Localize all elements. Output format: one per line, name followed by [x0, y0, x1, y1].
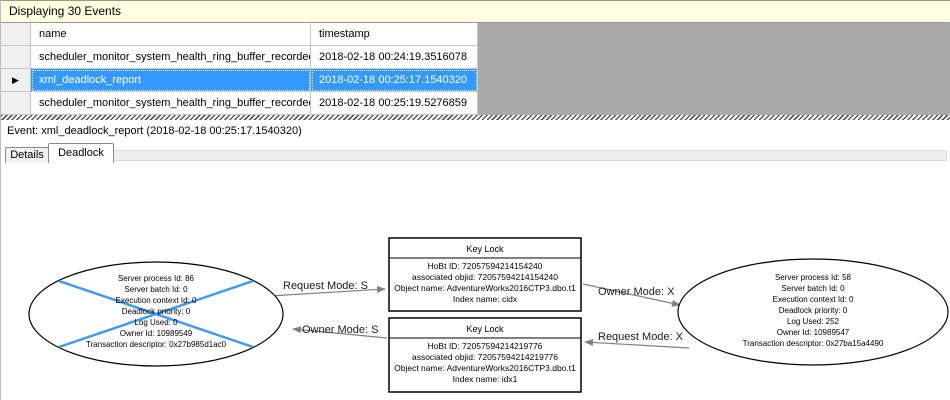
- events-count-bar: Displaying 30 Events: [1, 0, 950, 23]
- resource-detail: Object name: AdventureWorks2016CTP3.dbo.…: [394, 363, 576, 373]
- process-detail: Server process Id: 58: [775, 273, 852, 282]
- edge-owner-x: [582, 283, 681, 307]
- row-selector[interactable]: [1, 46, 31, 69]
- process-detail: Owner Id: 10989547: [777, 328, 850, 337]
- process-detail: Transaction descriptor: 0x27b985d1ac0: [86, 340, 227, 349]
- deadlock-graph: Request Mode: S Owner Mode: S Owner Mode…: [28, 237, 949, 393]
- edge-label-owner-x: Owner Mode: X: [598, 286, 675, 298]
- resource-detail: associated objid: 72057594214219776: [412, 352, 558, 362]
- resource-detail: associated objid: 72057594214154240: [412, 272, 558, 282]
- process-detail: Server batch Id: 0: [781, 284, 845, 293]
- row-header-corner: [1, 23, 31, 46]
- cell-timestamp[interactable]: 2018-02-18 00:25:19.5276859: [311, 92, 478, 115]
- edge-label-request-s: Request Mode: S: [283, 280, 368, 292]
- detail-tabs: Details Deadlock: [1, 142, 950, 163]
- column-header-timestamp[interactable]: timestamp: [311, 23, 478, 46]
- cell-name[interactable]: scheduler_monitor_system_health_ring_buf…: [31, 46, 311, 69]
- resource-detail: Object name: AdventureWorks2016CTP3.dbo.…: [394, 283, 576, 293]
- resource-title: Key Lock: [466, 244, 504, 254]
- tab-deadlock[interactable]: Deadlock: [48, 143, 114, 163]
- table-row[interactable]: scheduler_monitor_system_health_ring_buf…: [1, 46, 478, 69]
- resource-node-keylock-2[interactable]: Key Lock HoBt ID: 72057594214219776 asso…: [388, 317, 582, 393]
- deadlock-edges: [268, 283, 690, 349]
- process-detail: Server batch Id: 0: [124, 285, 188, 294]
- cell-name[interactable]: scheduler_monitor_system_health_ring_buf…: [31, 92, 311, 115]
- process-detail: Log Used: 0: [134, 318, 178, 327]
- process-detail: Transaction descriptor: 0x27ba15a4490: [743, 339, 884, 348]
- column-header-name[interactable]: name: [31, 23, 311, 46]
- edge-label-owner-s: Owner Mode: S: [302, 324, 378, 336]
- process-detail: Server process Id: 86: [118, 274, 195, 283]
- resource-detail: Index name: idx1: [453, 374, 518, 384]
- tab-details[interactable]: Details: [5, 147, 49, 163]
- process-detail: Log Used: 252: [787, 317, 840, 326]
- cell-timestamp[interactable]: 2018-02-18 00:24:19.3516078: [311, 46, 478, 69]
- process-detail: Execution context Id: 0: [773, 295, 854, 304]
- table-row[interactable]: scheduler_monitor_system_health_ring_buf…: [1, 92, 478, 115]
- edge-label-request-x: Request Mode: X: [598, 331, 684, 343]
- deadlock-graph-pane: Request Mode: S Owner Mode: S Owner Mode…: [1, 163, 950, 400]
- process-node-owner[interactable]: Server process Id: 58 Server batch Id: 0…: [677, 258, 949, 366]
- resource-title: Key Lock: [466, 324, 504, 334]
- events-grid: name timestamp scheduler_monitor_system_…: [1, 23, 478, 115]
- victim-cross-line: [58, 279, 254, 349]
- tabstrip-filler: [113, 150, 947, 161]
- resource-detail: HoBt ID: 72057594214154240: [428, 261, 543, 271]
- resource-detail: Index name: cidx: [453, 294, 518, 304]
- process-detail: Owner Id: 10989549: [120, 329, 193, 338]
- grid-splitter[interactable]: [1, 115, 950, 120]
- selected-event-label: Event: xml_deadlock_report (2018-02-18 0…: [1, 120, 950, 142]
- resource-node-keylock-1[interactable]: Key Lock HoBt ID: 72057594214154240 asso…: [388, 237, 582, 312]
- row-selector-current-icon[interactable]: ▶: [1, 69, 31, 92]
- grid-header-row: name timestamp: [1, 23, 478, 46]
- edge-request-x: [584, 338, 690, 349]
- cell-timestamp[interactable]: 2018-02-18 00:25:17.1540320: [311, 69, 478, 92]
- row-selector[interactable]: [1, 92, 31, 115]
- process-detail: Execution context Id: 0: [116, 296, 197, 305]
- cell-name[interactable]: xml_deadlock_report: [31, 69, 311, 92]
- table-row-selected[interactable]: ▶ xml_deadlock_report 2018-02-18 00:25:1…: [1, 69, 478, 92]
- process-node-victim[interactable]: Server process Id: 86 Server batch Id: 0…: [28, 261, 284, 367]
- process-detail: Deadlock priority: 0: [779, 306, 848, 315]
- edge-request-s: [268, 285, 386, 297]
- edge-owner-s: [292, 326, 388, 339]
- resource-detail: HoBt ID: 72057594214219776: [428, 341, 543, 351]
- process-detail: Deadlock priority: 0: [122, 307, 191, 316]
- events-grid-area: name timestamp scheduler_monitor_system_…: [1, 23, 950, 115]
